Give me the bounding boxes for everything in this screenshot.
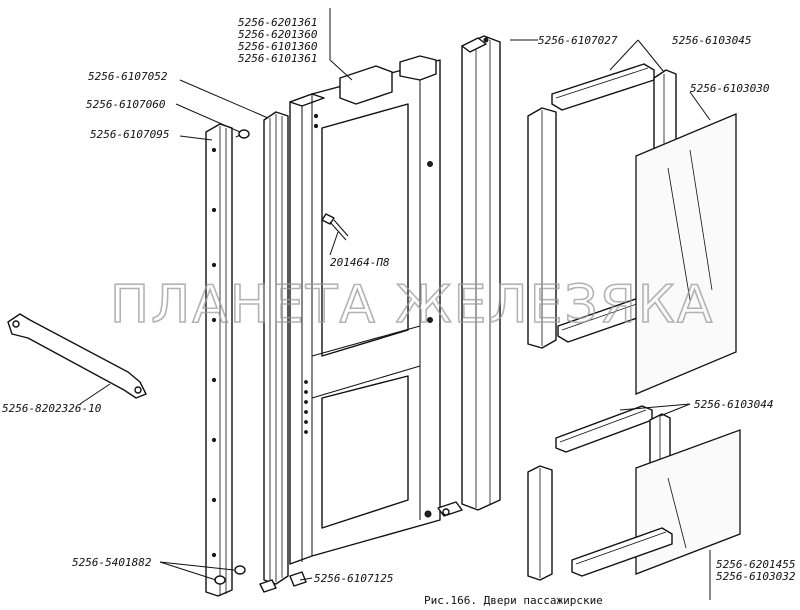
glass-upper [635, 113, 737, 395]
label-5256-6201360: 5256-6201360 [238, 28, 318, 41]
bolt [321, 213, 349, 241]
label-5256-6107095: 5256-6107095 [90, 128, 169, 141]
label-5256-6101361: 5256-6101361 [238, 52, 317, 65]
door-frame [289, 55, 441, 565]
profile-short-left [527, 107, 557, 349]
figure-caption: Рис.166. Двери пассажирские [424, 594, 603, 607]
label-5256-6107052: 5256-6107052 [88, 70, 168, 83]
label-5256-5401882: 5256-5401882 [72, 556, 152, 569]
label-5256-6101360: 5256-6101360 [238, 40, 318, 53]
label-5256-6201455: 5256-6201455 [716, 558, 795, 571]
label-5256-6107060: 5256-6107060 [86, 98, 166, 111]
top-screw [235, 129, 250, 139]
part-labels: 5256-6201361 5256-6201360 5256-6101360 5… [2, 16, 796, 585]
seal-strip [263, 111, 289, 585]
label-5256-6107027: 5256-6107027 [538, 34, 618, 47]
label-5256-6103044: 5256-6103044 [694, 398, 773, 411]
label-201464-p8: 201464-П8 [330, 256, 390, 269]
profile-lower-horizontal [555, 405, 653, 453]
label-5256-8202326-10: 5256-8202326-10 [2, 402, 102, 415]
leader-lines [79, 8, 711, 600]
left-strip [205, 123, 233, 597]
tall-strip [461, 35, 501, 511]
label-5256-6107125: 5256-6107125 [314, 572, 393, 585]
profile-top-horizontal [551, 63, 655, 111]
profile-bottom-horizontal [571, 527, 673, 577]
label-5256-6103030: 5256-6103030 [690, 82, 770, 95]
bottom-hinge [437, 501, 463, 517]
bracket [7, 313, 147, 399]
label-5256-6201361: 5256-6201361 [238, 16, 317, 29]
watermark: ПЛАНЕТА ЖЕЛЕЗЯКА [110, 275, 714, 335]
label-5256-6103045: 5256-6103045 [672, 34, 751, 47]
profile-bottom-short [527, 465, 553, 581]
bottom-fasteners [214, 565, 307, 593]
label-5256-6103032: 5256-6103032 [716, 570, 796, 583]
